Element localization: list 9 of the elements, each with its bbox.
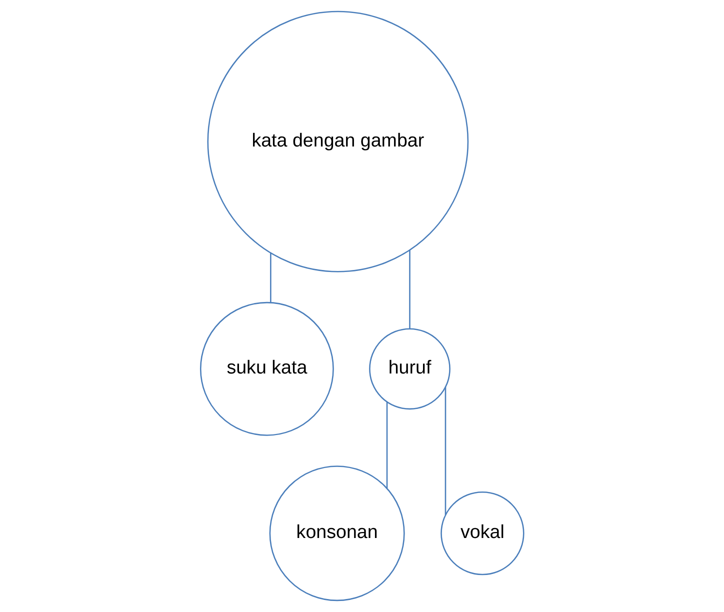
connector [270,252,272,302]
connector [386,402,388,488]
node-circle: kata dengan gambar [207,10,469,272]
node-circle: suku kata [200,302,334,436]
connector [444,386,446,516]
node-circle: huruf [369,328,450,410]
node-circle: vokal [440,491,524,576]
connector [409,250,410,329]
node-circle: konsonan [269,466,405,602]
